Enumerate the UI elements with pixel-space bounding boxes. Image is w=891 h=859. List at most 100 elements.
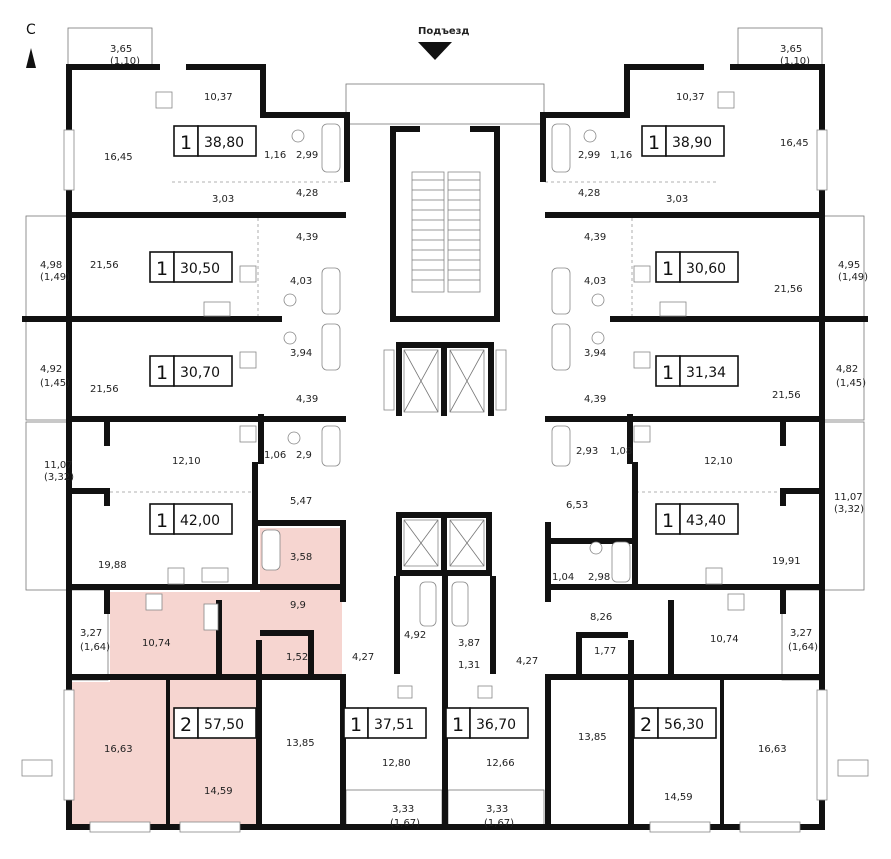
room-area-label: 1,04 xyxy=(552,572,574,583)
apartment-rooms: 1 xyxy=(662,510,674,532)
room-area-label: 4,03 xyxy=(290,276,312,287)
room-area-label: 16,63 xyxy=(758,744,787,755)
room-area-label: (1,10) xyxy=(110,56,140,67)
apartment-rooms: 2 xyxy=(180,714,192,736)
apartment-area: 43,40 xyxy=(686,513,726,529)
apartment-rooms: 1 xyxy=(156,258,168,280)
room-area-label: 1,31 xyxy=(458,660,480,671)
room-area-label: (3,32) xyxy=(44,472,74,483)
apartment-rooms: 1 xyxy=(156,362,168,384)
room-area-label: 5,47 xyxy=(290,496,312,507)
room-area-label: (1,45) xyxy=(836,378,866,389)
room-area-label: 2,99 xyxy=(296,150,318,161)
room-area-label: 4,28 xyxy=(578,188,600,199)
room-area-label: 13,85 xyxy=(286,738,315,749)
room-area-label: 4,92 xyxy=(404,630,426,641)
room-area-label: 3,03 xyxy=(212,194,234,205)
room-area-label: 4,27 xyxy=(352,652,374,663)
room-area-label: 4,03 xyxy=(584,276,606,287)
apartment-rooms: 2 xyxy=(640,714,652,736)
apartment-area: 57,50 xyxy=(204,717,244,733)
room-area-label: 3,27 xyxy=(80,628,102,639)
room-area-label: 16,45 xyxy=(780,138,809,149)
room-area-label: 1,08 xyxy=(610,446,632,457)
room-area-label: 4,39 xyxy=(584,394,606,405)
room-area-label: 3,94 xyxy=(290,348,312,359)
room-area-label: 2,99 xyxy=(578,150,600,161)
room-area-label: 13,85 xyxy=(578,732,607,743)
apartment-area: 30,50 xyxy=(180,261,220,277)
apartment-rooms: 1 xyxy=(180,132,192,154)
room-area-label: 1,77 xyxy=(594,646,616,657)
room-area-label: 11,07 xyxy=(44,460,73,471)
room-area-label: 4,39 xyxy=(296,394,318,405)
elevator-shafts xyxy=(403,349,485,567)
room-area-label: 2,93 xyxy=(576,446,598,457)
room-area-label: (1,45) xyxy=(40,378,70,389)
apartment-rooms: 1 xyxy=(662,362,674,384)
room-area-label: 3,33 xyxy=(392,804,414,815)
room-area-label: 3,87 xyxy=(458,638,480,649)
compass-letter: С xyxy=(26,22,36,38)
room-area-label: 14,59 xyxy=(204,786,233,797)
room-area-label: 14,59 xyxy=(664,792,693,803)
apartment-area: 37,51 xyxy=(374,717,414,733)
north-arrow-icon xyxy=(26,48,36,68)
room-area-label: 3,65 xyxy=(110,44,132,55)
room-area-label: 12,10 xyxy=(172,456,201,467)
apartment-area: 30,60 xyxy=(686,261,726,277)
apartment-area: 38,90 xyxy=(672,135,712,151)
room-area-label: 10,37 xyxy=(676,92,705,103)
kitchen-stoves xyxy=(145,91,745,733)
apartment-rooms: 1 xyxy=(350,714,362,736)
room-area-label: 3,33 xyxy=(486,804,508,815)
room-area-label: 21,56 xyxy=(774,284,803,295)
room-area-label: 16,63 xyxy=(104,744,133,755)
room-area-label: 11,07 xyxy=(834,492,863,503)
room-area-label: (1,67) xyxy=(484,818,514,829)
room-area-label: 12,80 xyxy=(382,758,411,769)
bath-fixtures xyxy=(261,123,631,627)
entrance-arrow-icon xyxy=(418,42,452,60)
apartment-area: 42,00 xyxy=(180,513,220,529)
apartment-rooms: 1 xyxy=(156,510,168,532)
room-area-label: 4,28 xyxy=(296,188,318,199)
apartment-area: 31,34 xyxy=(686,365,726,381)
room-area-label: (1,10) xyxy=(780,56,810,67)
room-area-label: 3,03 xyxy=(666,194,688,205)
windows xyxy=(21,129,869,833)
apartment-rooms: 1 xyxy=(648,132,660,154)
entrance-label: Подъезд xyxy=(418,26,470,37)
room-area-label: 21,56 xyxy=(90,384,119,395)
room-area-label: (1,49) xyxy=(40,272,70,283)
apartment-area: 30,70 xyxy=(180,365,220,381)
room-area-label: (1,64) xyxy=(788,642,818,653)
stair-steps xyxy=(411,171,481,293)
room-area-label: 4,98 xyxy=(40,260,62,271)
apartment-area: 36,70 xyxy=(476,717,516,733)
room-area-label: 1,16 xyxy=(610,150,632,161)
room-area-label: 10,74 xyxy=(142,638,171,649)
room-area-label: 1,52 xyxy=(286,652,308,663)
walls xyxy=(22,64,868,830)
room-area-label: (3,32) xyxy=(834,504,864,515)
room-area-label: 10,74 xyxy=(710,634,739,645)
room-area-label: 3,94 xyxy=(584,348,606,359)
compass: С xyxy=(26,22,36,68)
room-area-label: 21,56 xyxy=(772,390,801,401)
apartment-area: 56,30 xyxy=(664,717,704,733)
